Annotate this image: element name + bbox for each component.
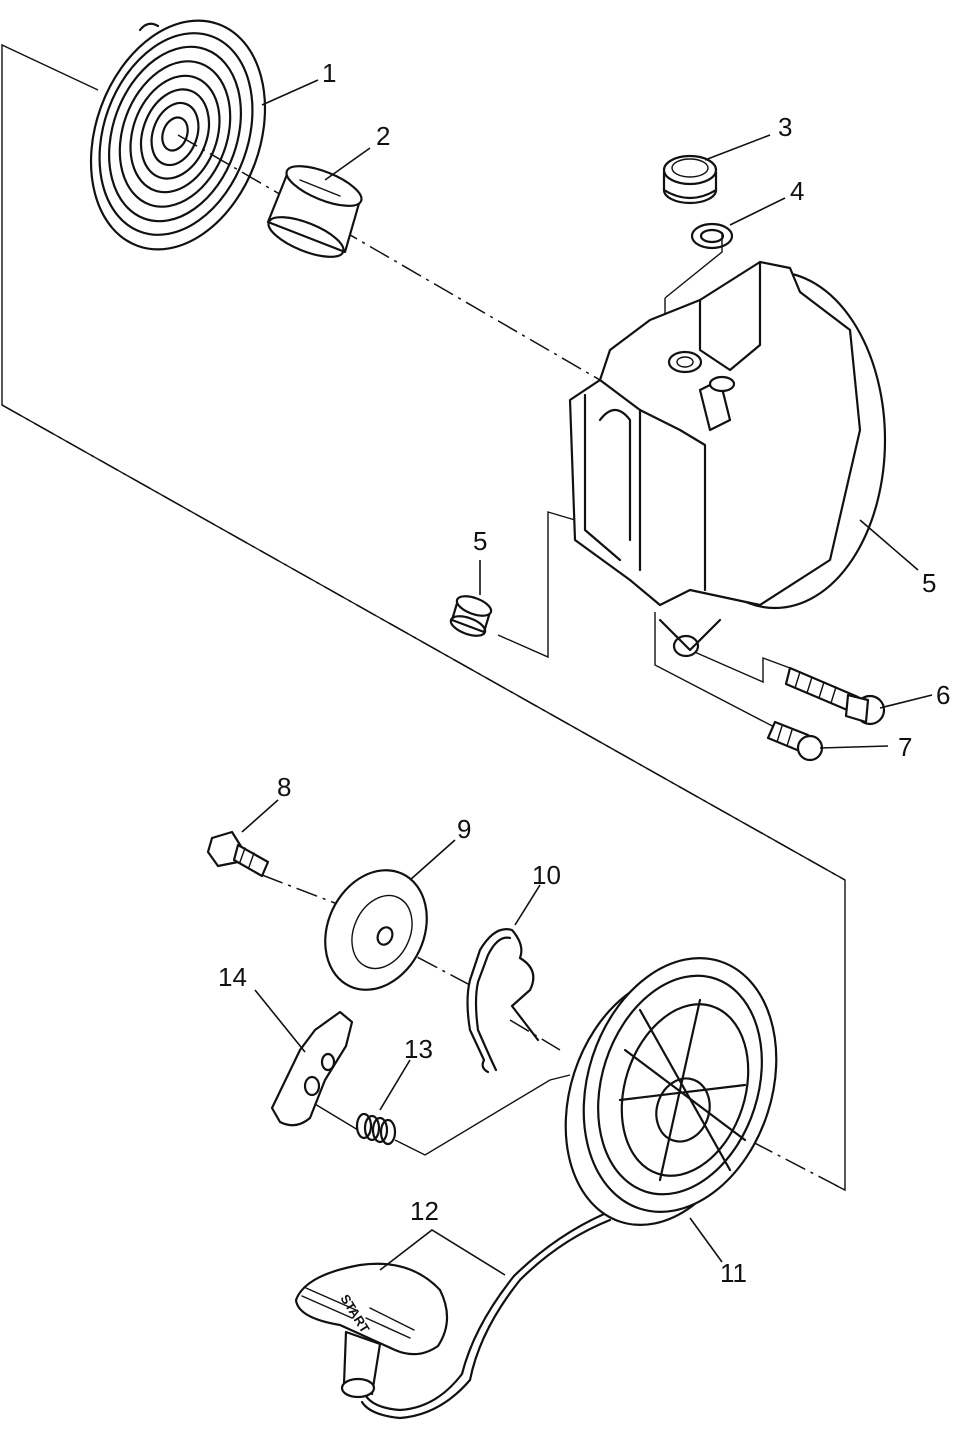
pulley	[564, 957, 778, 1226]
callout-labels: 1 2 3 4 5 5 6 7 8 9 10 11 12 13 14	[218, 58, 950, 1288]
callout-11: 11	[720, 1258, 747, 1288]
plug	[662, 154, 718, 205]
callout-8: 8	[277, 772, 291, 802]
rewind-spring	[89, 19, 267, 251]
pawl-spring	[355, 1112, 397, 1146]
short-screw	[766, 720, 824, 762]
callout-13: 13	[404, 1034, 433, 1064]
o-ring	[690, 222, 734, 250]
callout-10: 10	[532, 860, 561, 890]
callout-12: 12	[410, 1196, 439, 1226]
rope-and-handle: START	[294, 1212, 612, 1420]
callout-5-housing: 5	[922, 568, 936, 598]
callout-3: 3	[778, 112, 792, 142]
washer-plate	[324, 869, 428, 991]
bushing	[266, 165, 363, 258]
callout-6: 6	[936, 680, 950, 710]
leader-lines	[241, 79, 933, 1276]
callout-1: 1	[322, 58, 336, 88]
callout-9: 9	[457, 814, 471, 844]
callout-7: 7	[898, 732, 912, 762]
pawl	[270, 1010, 354, 1127]
callout-14: 14	[218, 962, 247, 992]
small-bushing	[449, 595, 493, 637]
starter-housing	[568, 260, 887, 658]
callout-5-small-bushing: 5	[473, 526, 487, 556]
spring-clip	[466, 928, 540, 1074]
bolt	[206, 830, 270, 878]
callout-4: 4	[790, 176, 804, 206]
long-screw	[784, 666, 886, 726]
callout-2: 2	[376, 121, 390, 151]
